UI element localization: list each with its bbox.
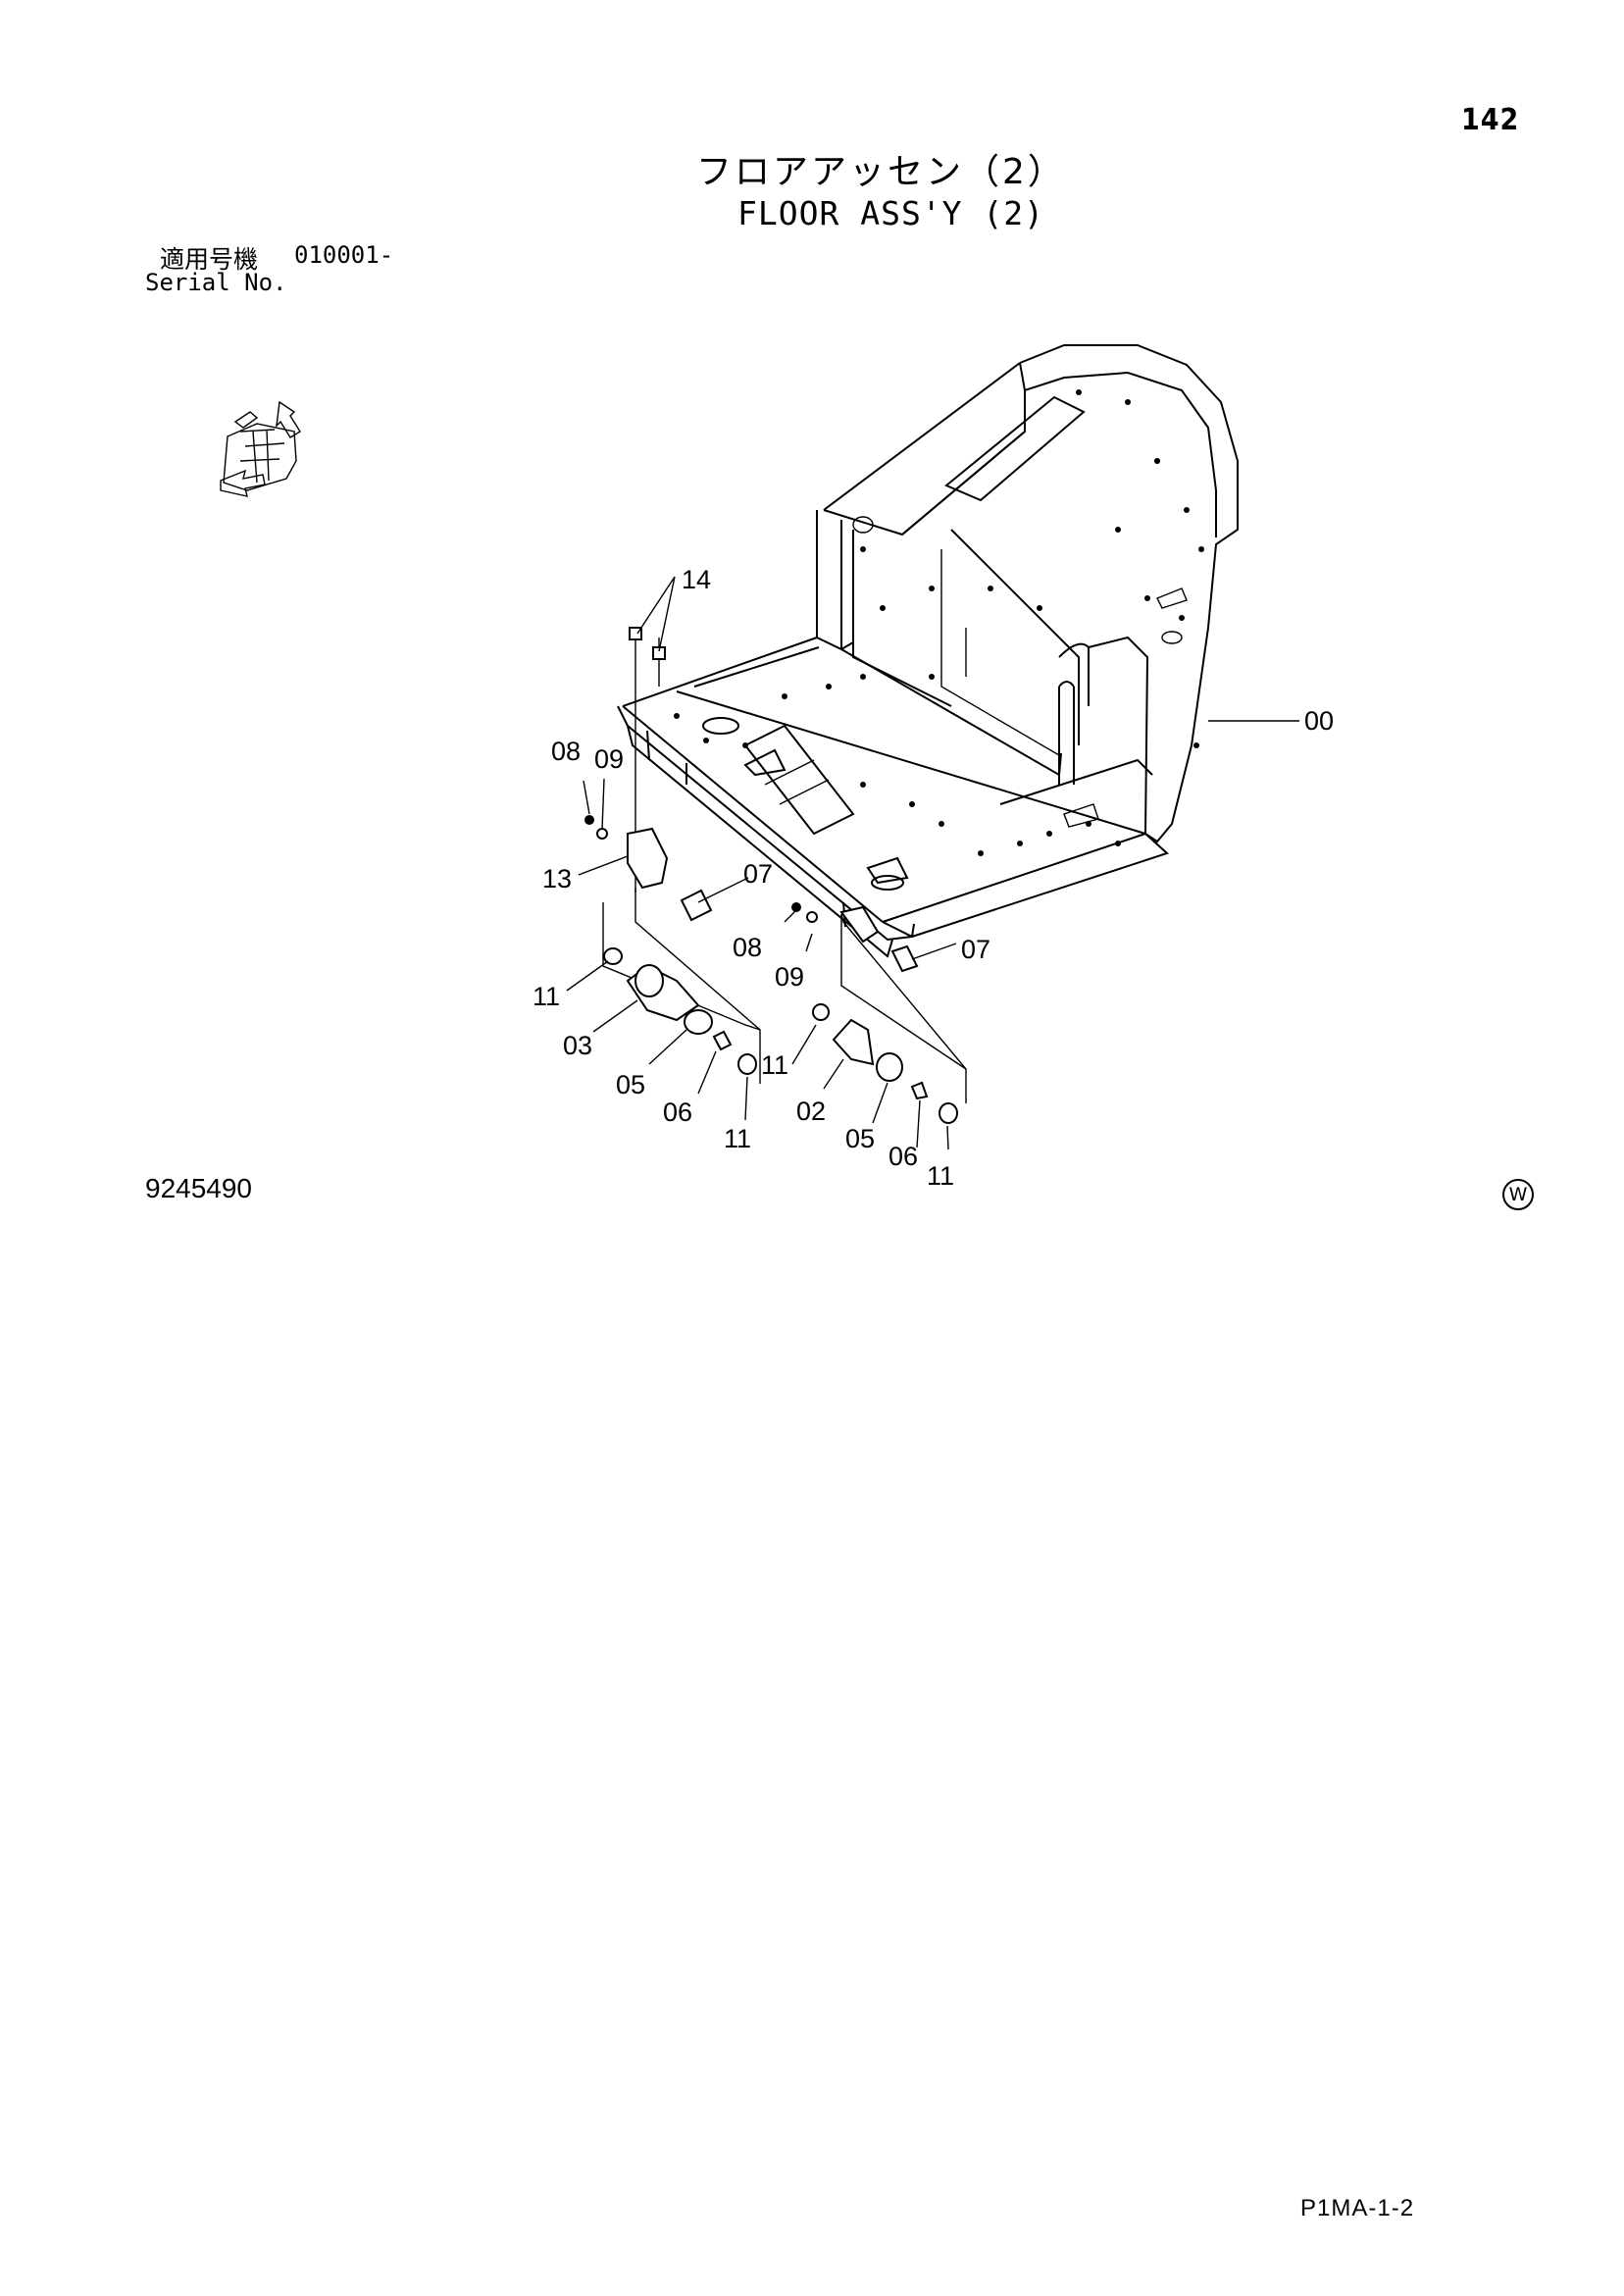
serial-value: 010001-: [294, 241, 394, 269]
callout-07: 07: [961, 935, 990, 964]
locator-thumbnail-icon: [220, 400, 301, 497]
serial-label-english: Serial No.: [145, 269, 287, 296]
callout-02: 02: [796, 1097, 826, 1126]
callout-11: 11: [761, 1050, 788, 1080]
leader-lines: [566, 576, 1299, 1150]
callout-11: 11: [724, 1124, 751, 1153]
callout-05: 05: [616, 1070, 645, 1099]
callout-07: 07: [743, 859, 773, 889]
callout-05: 05: [845, 1124, 875, 1153]
callout-08: 08: [551, 737, 581, 766]
callout-09: 09: [775, 962, 804, 992]
callout-14: 14: [682, 565, 711, 594]
page-number: 142: [1461, 103, 1520, 137]
callout-06: 06: [663, 1097, 692, 1127]
callout-13: 13: [542, 864, 572, 893]
title-japanese: フロアアッセン（2）: [696, 152, 1066, 192]
title-english: FLOOR ASS'Y (2): [737, 194, 1045, 232]
callout-03: 03: [563, 1031, 592, 1060]
callout-00: 00: [1304, 706, 1334, 736]
w-mark-icon: W: [1502, 1179, 1534, 1210]
serial-label-japanese: 適用号機: [160, 245, 259, 274]
floor-frame-drawing: [617, 344, 1239, 958]
mount-hardware-right: [791, 902, 967, 1124]
callout-09: 09: [594, 744, 624, 774]
callout-06: 06: [888, 1142, 918, 1171]
document-number: 9245490: [145, 1173, 253, 1203]
callout-11: 11: [927, 1161, 954, 1191]
callout-08: 08: [733, 933, 762, 962]
callout-11: 11: [533, 982, 560, 1011]
footer-code: P1MA-1-2: [1300, 2195, 1415, 2221]
mount-hardware-left: [584, 627, 761, 1084]
callout-labels: 14 00 08 09 13 07 08 09 07 11 03 05 06 1…: [533, 565, 1334, 1191]
